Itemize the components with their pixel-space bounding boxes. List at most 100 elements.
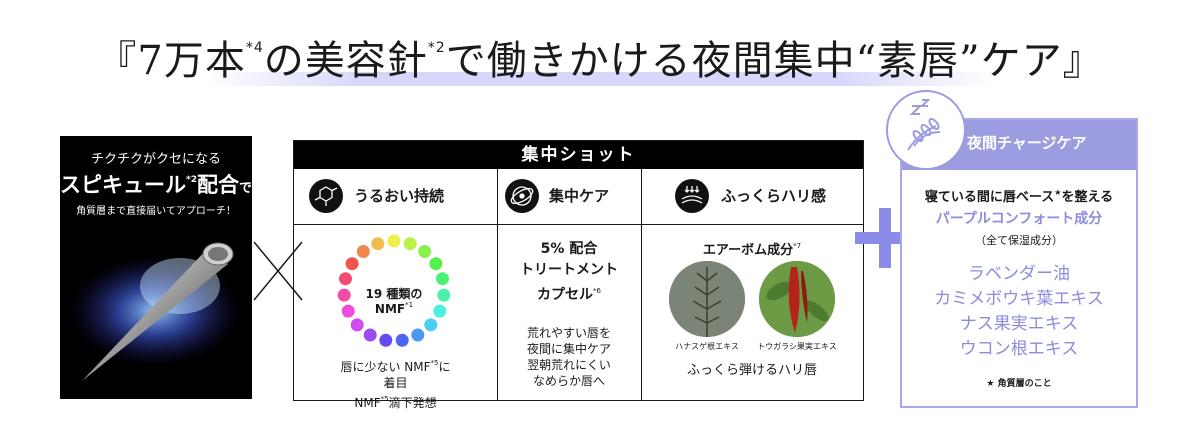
spicule-line-3: 角質層まで直接届いてアプローチ！ bbox=[76, 206, 236, 217]
column-label: ふっくらハリ感 bbox=[721, 187, 827, 205]
nmf-dot bbox=[411, 328, 425, 342]
needle-image bbox=[70, 242, 240, 381]
column-header: 集中ケア bbox=[497, 169, 641, 225]
night-charge-subtitle: （全て保湿成分） bbox=[975, 234, 1063, 247]
sleep-icon bbox=[886, 90, 966, 170]
capsule-line-2: トリートメント bbox=[520, 262, 618, 278]
plant-image-hanasuge bbox=[669, 261, 745, 337]
night-charge-line-1-tail: を整える bbox=[1061, 190, 1114, 205]
plant-image-pepper bbox=[759, 261, 835, 337]
desc-line-1-text: 唇に少ない NMF bbox=[340, 360, 431, 374]
desc-line-1: 唇に少ない NMF*5に bbox=[294, 355, 497, 375]
intensive-shot-box: 集中ショット うるおい持続 19 種類の NMF*1 唇に少ない NM bbox=[293, 140, 864, 410]
airbomb-title: エアーボム成分*7 bbox=[641, 239, 863, 258]
night-charge-ingredient-title: パープルコンフォート成分 bbox=[935, 211, 1103, 227]
nmf-dot bbox=[345, 257, 359, 271]
column-label: 集中ケア bbox=[549, 187, 610, 205]
capsule-text: 5% 配合 トリートメント カプセル*6 bbox=[497, 239, 641, 306]
skin-icon bbox=[675, 179, 709, 213]
headline-note-2: *2 bbox=[427, 40, 446, 56]
molecule-icon bbox=[309, 179, 343, 213]
nmf-dot bbox=[403, 237, 417, 251]
column-header: うるおい持続 bbox=[294, 169, 497, 225]
nmf-dot bbox=[418, 245, 432, 258]
column-header: ふっくらハリ感 bbox=[641, 169, 863, 225]
night-charge-box: 夜間チャージケア 寝ている間に唇ベース★を整える パープルコンフォート成分 （全… bbox=[886, 90, 1138, 408]
nmf-dot bbox=[363, 328, 377, 342]
spicule-line-2: スピキュール*2配合で bbox=[60, 169, 252, 199]
nmf-dot bbox=[436, 272, 449, 286]
nmf-label-text: NMF bbox=[374, 302, 406, 316]
intensive-shot-title: 集中ショット bbox=[294, 141, 863, 169]
airbomb-note: *7 bbox=[793, 242, 802, 250]
desc-line-3: 翌朝荒れにくい bbox=[527, 358, 611, 372]
desc-line-4: なめらか唇へ bbox=[532, 374, 605, 388]
headline-text-2: の美容針 bbox=[263, 38, 428, 84]
nmf-dot bbox=[437, 288, 451, 302]
column-moisture: うるおい持続 19 種類の NMF*1 唇に少ない NMF*5に 着目 NMF*… bbox=[294, 169, 498, 410]
column-intensive: 集中ケア 5% 配合 トリートメント カプセル*6 荒れやすい唇を 夜間に集中ケ… bbox=[497, 169, 642, 400]
desc-line-2: 夜間に集中ケア bbox=[526, 342, 611, 356]
desc-line-3-note: *5 bbox=[380, 395, 389, 403]
capsule-line-3-text: カプセル bbox=[537, 287, 594, 303]
desc-line-3-text: NMF bbox=[354, 396, 381, 410]
airbomb-text: エアーボム成分 bbox=[702, 243, 794, 258]
column-description: 荒れやすい唇を 夜間に集中ケア 翌朝荒れにくい なめらか唇へ bbox=[497, 325, 641, 389]
headline: 『7万本*4の美容針*2で働きかける夜間集中“素唇”ケア』 bbox=[0, 18, 1200, 91]
headline-bracket-close: 』 bbox=[1062, 38, 1104, 84]
nmf-dot bbox=[339, 272, 352, 286]
nmf-dot bbox=[387, 234, 401, 248]
night-charge-line-1: 寝ている間に唇ベース★を整える bbox=[902, 186, 1136, 205]
ingredient-item: カミメボウキ葉エキス bbox=[934, 289, 1104, 309]
nmf-dot bbox=[337, 288, 351, 302]
nmf-dot bbox=[356, 245, 370, 258]
capsule-line-3: カプセル*6 bbox=[497, 281, 641, 306]
target-icon bbox=[505, 179, 539, 213]
spicule-name: スピキュール bbox=[60, 173, 186, 197]
nmf-dot bbox=[433, 304, 447, 318]
nmf-dot bbox=[350, 318, 364, 332]
spicule-note: *2 bbox=[186, 175, 197, 185]
night-charge-title: 夜間チャージケア bbox=[967, 134, 1087, 152]
headline-text-1: 7万本 bbox=[137, 38, 246, 84]
capsule-line-3-note: *6 bbox=[593, 287, 601, 295]
column-description: ふっくら弾けるハリ唇 bbox=[686, 363, 817, 378]
night-charge-line-1-text: 寝ている間に唇ベース bbox=[924, 190, 1055, 205]
footnote: ★ 角質層のこと bbox=[986, 379, 1052, 389]
spicule-particle: で bbox=[238, 181, 252, 196]
plant-label-1: ハナスゲ根エキス bbox=[675, 342, 739, 351]
headline-bracket-open: 『 bbox=[96, 38, 138, 84]
capsule-percent: 5% 配合 bbox=[540, 241, 598, 257]
nmf-color-ring bbox=[337, 234, 451, 347]
nmf-label-note: *1 bbox=[405, 301, 414, 309]
nmf-dot bbox=[341, 304, 355, 318]
ingredient-item: ナス果実エキス bbox=[959, 314, 1079, 334]
ingredient-item: ウコン根エキス bbox=[959, 339, 1079, 359]
nmf-dot bbox=[379, 333, 393, 347]
desc-line-1: 荒れやすい唇を bbox=[526, 326, 611, 340]
desc-line-3-tail: 滴下発想 bbox=[388, 396, 437, 410]
night-charge-line-1-note: ★ bbox=[1054, 188, 1062, 197]
headline-text-3: で働きかける夜間集中“素唇”ケア bbox=[445, 38, 1063, 84]
desc-line-3: NMF*5滴下発想 bbox=[294, 391, 497, 411]
nmf-dot bbox=[429, 257, 443, 271]
ingredient-item: ラベンダー油 bbox=[968, 264, 1070, 284]
nmf-dot bbox=[395, 333, 409, 347]
nmf-dot bbox=[424, 318, 438, 332]
desc-line-1-tail: に bbox=[438, 360, 451, 374]
desc-line-2: 着目 bbox=[383, 376, 408, 390]
spicule-line-1: チクチクがクセになる bbox=[90, 152, 221, 167]
nmf-dot bbox=[371, 237, 385, 251]
spicule-tail: 配合 bbox=[196, 173, 239, 197]
column-label: うるおい持続 bbox=[354, 187, 445, 205]
ingredient-list: ラベンダー油 カミメボウキ葉エキス ナス果実エキス ウコン根エキス bbox=[902, 262, 1136, 362]
cross-icon bbox=[253, 241, 303, 301]
column-plump: ふっくらハリ感 エアーボム成分*7 bbox=[641, 169, 863, 400]
column-description: 唇に少ない NMF*5に 着目 NMF*5滴下発想 bbox=[294, 355, 497, 411]
plant-label-2: トウガラシ果実エキス bbox=[757, 342, 837, 351]
desc-line-1-note: *5 bbox=[430, 359, 439, 367]
spicule-panel: チクチクがクセになる スピキュール*2配合で 角質層まで直接届いてアプローチ！ bbox=[60, 136, 252, 399]
nmf-label: NMF*1 bbox=[344, 301, 444, 316]
headline-note-1: *4 bbox=[245, 40, 264, 56]
nmf-count: 19 種類の bbox=[365, 287, 423, 301]
